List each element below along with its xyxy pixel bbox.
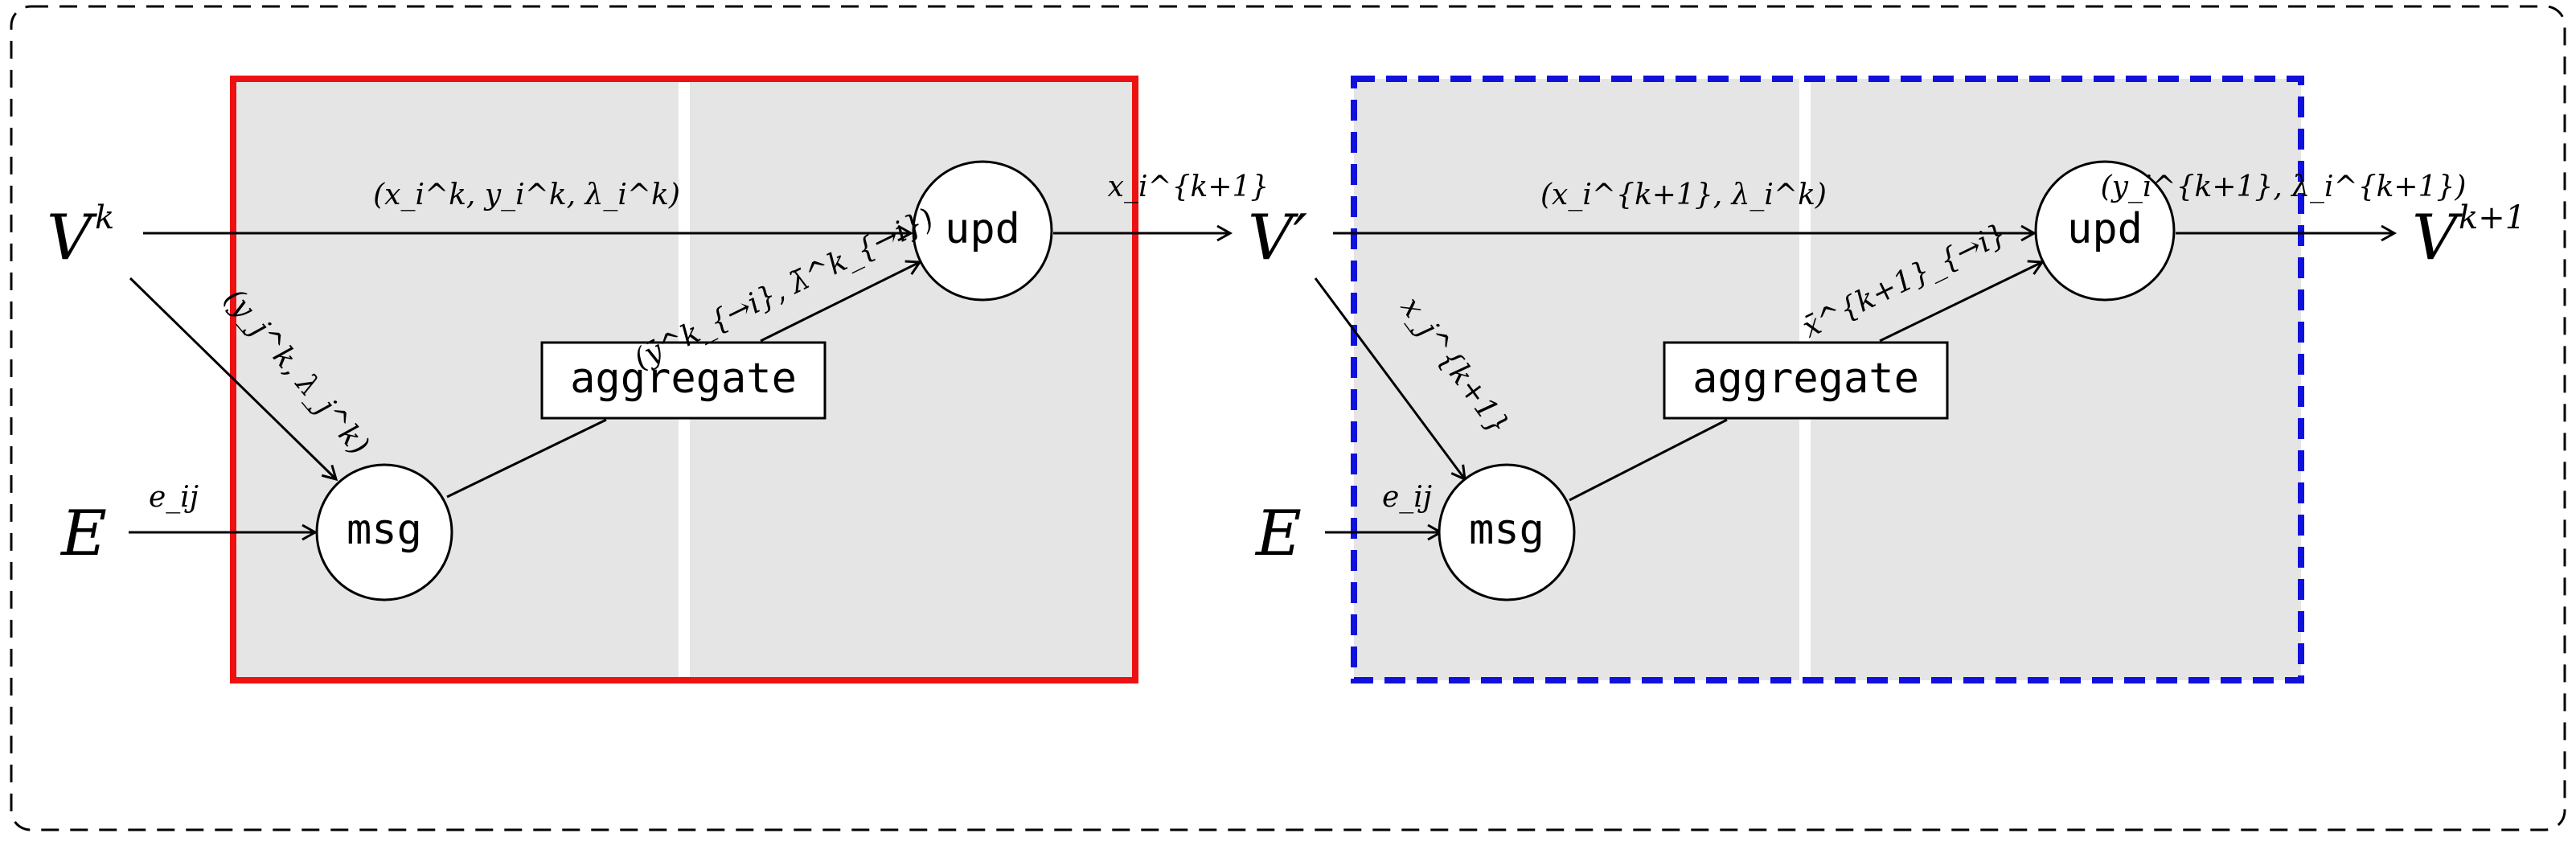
right-edge-e-label: e_ij	[1382, 481, 1432, 514]
right-edge-top-label: (x_i^{k+1}, λ_i^k)	[1540, 179, 1827, 211]
right-upd-label: upd	[2067, 205, 2143, 253]
edge-vk-msg	[129, 277, 338, 482]
right-msg-label: msg	[1469, 506, 1544, 554]
right-edge-out-label: (y_i^{k+1}, λ_i^{k+1})	[2101, 170, 2467, 203]
left-msg-node	[315, 463, 453, 601]
left-edge-out-label: x_i^{k+1}	[1108, 170, 1270, 203]
edge-msg-aggregate-right	[1569, 418, 1728, 502]
left-edge-top-label: (x_i^k, y_i^k, λ_i^k)	[373, 179, 680, 211]
input-e-right: E	[1254, 498, 1302, 570]
left-block: upd msg aggregate (x_i^k, y_i^k, λ_i^k) …	[129, 76, 1270, 683]
output-vk1-sup: k+1	[2459, 199, 2525, 236]
left-msg-label: msg	[347, 506, 422, 554]
outer-frame	[10, 5, 2566, 831]
edge-aggregate-upd	[760, 260, 922, 343]
right-aggregate-box	[1663, 341, 1949, 420]
left-edge-e-label: e_ij	[149, 481, 199, 514]
edge-aggregate-upd-right	[1879, 260, 2045, 343]
output-vk1: V	[2412, 202, 2463, 274]
left-upd-node	[912, 160, 1053, 302]
edge-msg-aggregate	[446, 418, 607, 499]
right-inputs: V′ E V k+1	[1248, 199, 2525, 570]
edge-vprime-msg	[1314, 277, 1466, 482]
left-aggregate-box	[540, 341, 827, 420]
left-upd-label: upd	[945, 205, 1020, 253]
input-vk-sup: k	[95, 199, 114, 236]
left-inputs: V k E	[47, 199, 114, 570]
right-msg-node	[1438, 463, 1576, 601]
input-vprime: V′	[1248, 202, 1307, 274]
right-upd-node	[2034, 160, 2176, 302]
left-aggregate-label: aggregate	[570, 355, 797, 403]
input-e-left: E	[59, 498, 107, 570]
right-block: upd msg aggregate (x_i^{k+1}, λ_i^k) x_j…	[1314, 76, 2467, 683]
right-aggregate-label: aggregate	[1692, 355, 1919, 403]
input-vk: V	[47, 202, 97, 274]
